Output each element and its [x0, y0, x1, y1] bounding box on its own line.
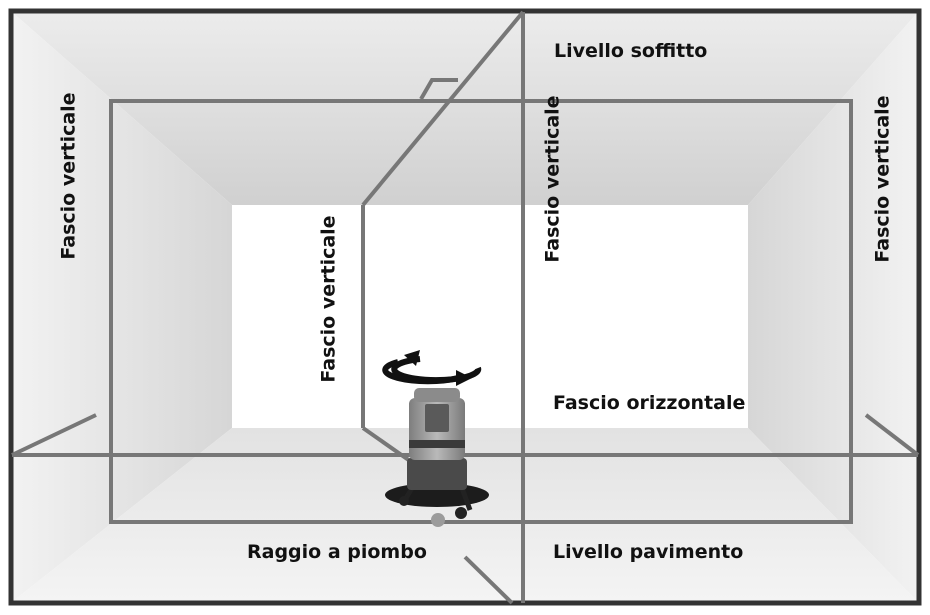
vertical-beam-label-right: Fascio verticale	[871, 95, 894, 263]
vertical-beam-label-inner: Fascio verticale	[317, 215, 340, 383]
ceiling-surface	[12, 12, 918, 205]
rotation-arrow-icon	[382, 350, 482, 386]
image-frame	[8, 8, 922, 606]
right-wall-beam-stub	[864, 413, 920, 457]
vertical-beam-label-center: Fascio verticale	[541, 95, 564, 263]
horizontal-beam-label: Fascio orizzontale	[553, 392, 746, 414]
ceiling-marker	[419, 78, 458, 101]
laser-beams	[11, 10, 920, 605]
laser-level-device-icon	[385, 388, 489, 527]
floor-level-label: Livello pavimento	[553, 541, 744, 563]
back-wall-surface	[232, 205, 748, 428]
device-top-cap	[414, 388, 460, 402]
device-foot-right	[455, 507, 467, 519]
vertical-beam-label-left: Fascio verticale	[57, 92, 80, 260]
device-base	[407, 458, 467, 490]
diagonal-beam	[361, 10, 525, 207]
device-window	[425, 404, 449, 432]
plumb-dot	[431, 513, 445, 527]
left-wall-beam-stub	[11, 413, 97, 457]
ceiling-level-beam	[109, 99, 853, 524]
plumb-floor-beam	[463, 555, 514, 605]
device-foot-left	[399, 496, 409, 506]
device-leg-right	[459, 487, 473, 511]
device-stripe	[409, 440, 465, 448]
plumb-beam-label: Raggio a piombo	[247, 541, 427, 563]
ceiling-level-label: Livello soffitto	[554, 40, 708, 62]
